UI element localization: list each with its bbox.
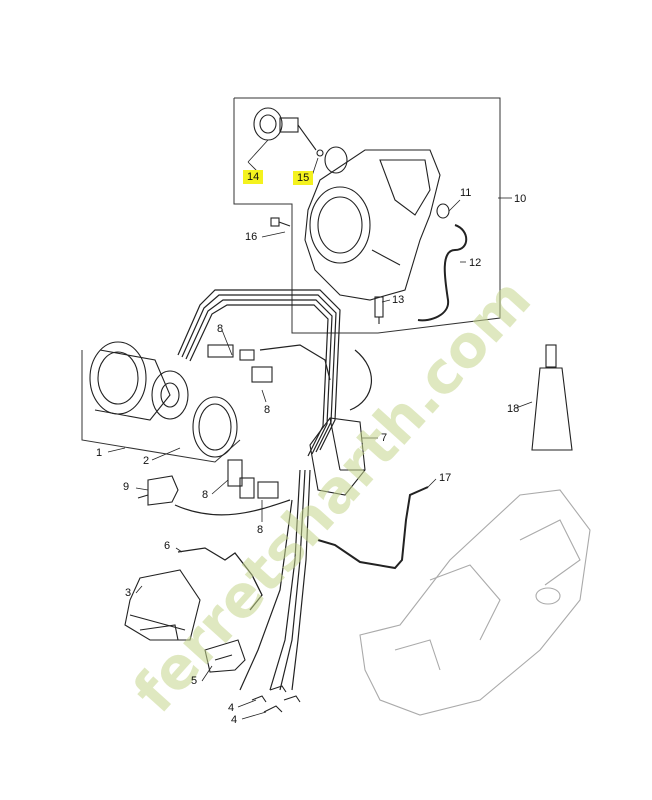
callout-14: 14 xyxy=(243,170,264,184)
fuel-tube xyxy=(317,486,429,570)
o-ring xyxy=(324,146,348,174)
screw xyxy=(270,217,291,227)
terminals xyxy=(251,685,301,713)
callout-2: 2 xyxy=(143,455,150,467)
seal-ring xyxy=(192,396,238,458)
connectors xyxy=(207,344,279,499)
callout-10: 10 xyxy=(514,193,527,205)
spring-wire xyxy=(177,547,263,611)
grommet xyxy=(436,203,450,219)
wiring-harness xyxy=(174,289,372,691)
ignition-module xyxy=(309,417,366,496)
leader-lines xyxy=(107,139,533,720)
callout-8d: 8 xyxy=(257,524,264,536)
callout-5: 5 xyxy=(191,675,198,687)
callout-17: 17 xyxy=(439,472,452,484)
fan-housing xyxy=(304,149,441,301)
bracket xyxy=(124,569,201,641)
callout-13: 13 xyxy=(392,294,405,306)
callout-12: 12 xyxy=(469,257,482,269)
callout-7: 7 xyxy=(381,432,388,444)
callout-6: 6 xyxy=(164,540,171,552)
fuel-line xyxy=(417,224,468,322)
clip xyxy=(204,639,246,673)
callout-16: 16 xyxy=(245,231,258,243)
callout-18: 18 xyxy=(507,403,520,415)
callout-4a: 4 xyxy=(228,702,235,714)
inset-frame xyxy=(233,97,501,334)
callout-4b: 4 xyxy=(231,714,238,726)
switch xyxy=(137,475,179,506)
callout-9: 9 xyxy=(123,481,130,493)
callout-1: 1 xyxy=(96,447,103,459)
cap-part xyxy=(253,107,324,157)
callout-11: 11 xyxy=(460,187,472,199)
callout-8b: 8 xyxy=(264,404,271,416)
sensor xyxy=(374,296,384,324)
grease-tube xyxy=(531,344,573,451)
callout-15: 15 xyxy=(293,171,314,185)
callout-8c: 8 xyxy=(202,489,209,501)
crankcase xyxy=(359,489,591,716)
flywheel xyxy=(89,341,189,421)
callout-8a: 8 xyxy=(217,323,224,335)
callout-3: 3 xyxy=(125,587,132,599)
